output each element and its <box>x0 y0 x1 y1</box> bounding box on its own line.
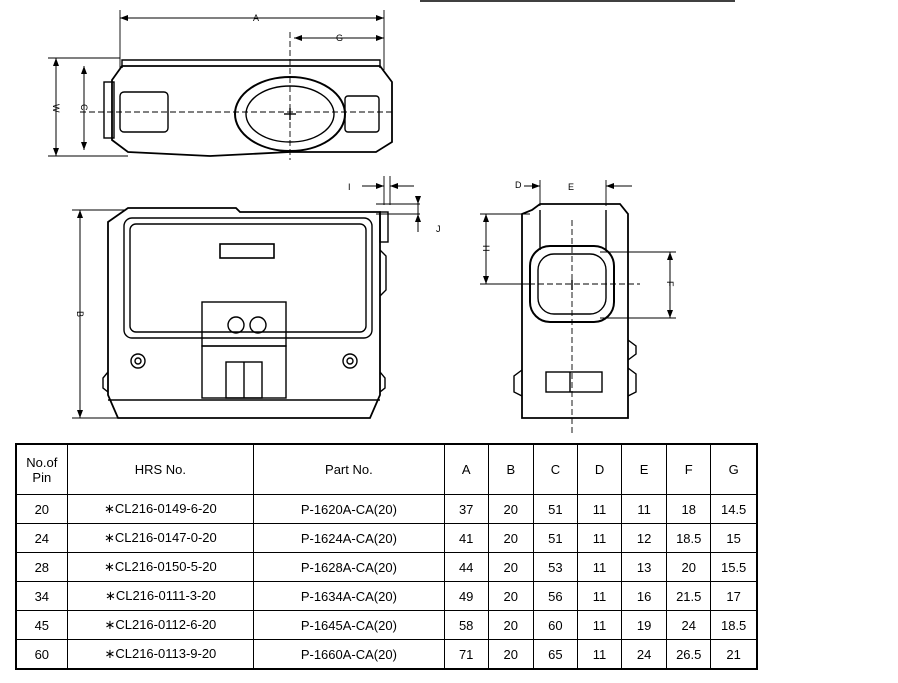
cell-e: 12 <box>621 523 668 553</box>
dim-j-label: J <box>436 224 441 234</box>
cell-b: 20 <box>487 552 534 582</box>
cell-f: 21.5 <box>666 581 712 611</box>
cell-a: 58 <box>443 610 489 640</box>
cell-g: 21 <box>710 639 758 670</box>
cell-g: 14.5 <box>710 494 758 524</box>
cell-f: 18.5 <box>666 523 712 553</box>
header-a: A <box>443 443 489 495</box>
dim-b-label: B <box>75 311 85 317</box>
table-row: 45 ∗CL216-0112-6-20 P-1645A-CA(20) 58 20… <box>15 610 758 640</box>
dim-w-label: W <box>51 104 61 113</box>
cell-pin: 20 <box>15 494 68 524</box>
dim-g-label: G <box>336 33 343 43</box>
cell-part: P-1645A-CA(20) <box>253 610 445 640</box>
cell-g: 18.5 <box>710 610 758 640</box>
connector-drawing: A G W C I J B E H F D <box>48 0 735 436</box>
cell-b: 20 <box>487 610 534 640</box>
table-row: 34 ∗CL216-0111-3-20 P-1634A-CA(20) 49 20… <box>15 581 758 611</box>
cell-pin: 60 <box>15 639 68 670</box>
cell-b: 20 <box>487 639 534 670</box>
header-pin-count: No.of Pin <box>15 443 68 495</box>
dim-c-label: C <box>79 104 89 111</box>
table-row: 24 ∗CL216-0147-0-20 P-1624A-CA(20) 41 20… <box>15 523 758 553</box>
spec-table: No.of Pin HRS No. Part No. A B C D E F G… <box>15 443 758 670</box>
header-hrs-no: HRS No. <box>66 443 255 495</box>
dim-e-label: E <box>568 182 574 192</box>
cell-part: P-1620A-CA(20) <box>253 494 445 524</box>
cell-f: 24 <box>666 610 712 640</box>
cell-part: P-1628A-CA(20) <box>253 552 445 582</box>
table-header-row: No.of Pin HRS No. Part No. A B C D E F G <box>15 443 758 495</box>
header-d: D <box>576 443 623 495</box>
cell-pin: 45 <box>15 610 68 640</box>
cell-a: 49 <box>443 581 489 611</box>
cell-part: P-1660A-CA(20) <box>253 639 445 670</box>
cell-c: 65 <box>532 639 578 670</box>
header-c: C <box>532 443 578 495</box>
cell-d: 11 <box>576 639 623 670</box>
side-view <box>480 180 676 436</box>
cell-g: 17 <box>710 581 758 611</box>
cell-d: 11 <box>576 610 623 640</box>
cell-e: 11 <box>621 494 668 524</box>
dim-h-label: H <box>481 245 491 252</box>
cell-f: 20 <box>666 552 712 582</box>
cell-pin: 34 <box>15 581 68 611</box>
cell-d: 11 <box>576 523 623 553</box>
cell-b: 20 <box>487 494 534 524</box>
cell-e: 13 <box>621 552 668 582</box>
front-view <box>72 176 420 419</box>
cell-hrs: ∗CL216-0112-6-20 <box>66 610 255 640</box>
cell-d: 11 <box>576 581 623 611</box>
cell-c: 60 <box>532 610 578 640</box>
cell-d: 11 <box>576 552 623 582</box>
cell-f: 26.5 <box>666 639 712 670</box>
table-row: 20 ∗CL216-0149-6-20 P-1620A-CA(20) 37 20… <box>15 494 758 524</box>
cell-hrs: ∗CL216-0149-6-20 <box>66 494 255 524</box>
dim-f-label: F <box>665 281 675 287</box>
header-b: B <box>487 443 534 495</box>
table-row: 60 ∗CL216-0113-9-20 P-1660A-CA(20) 71 20… <box>15 639 758 670</box>
cell-c: 51 <box>532 523 578 553</box>
cell-e: 24 <box>621 639 668 670</box>
cell-g: 15 <box>710 523 758 553</box>
cell-hrs: ∗CL216-0113-9-20 <box>66 639 255 670</box>
cell-pin: 24 <box>15 523 68 553</box>
header-e: E <box>621 443 668 495</box>
cell-c: 51 <box>532 494 578 524</box>
header-pin-line1: No.of <box>26 454 58 470</box>
cell-part: P-1624A-CA(20) <box>253 523 445 553</box>
cell-a: 44 <box>443 552 489 582</box>
cell-d: 11 <box>576 494 623 524</box>
cell-b: 20 <box>487 581 534 611</box>
cell-part: P-1634A-CA(20) <box>253 581 445 611</box>
cell-b: 20 <box>487 523 534 553</box>
dim-d-label: D <box>515 180 522 190</box>
header-pin-line2: Pin <box>32 469 52 485</box>
cell-e: 19 <box>621 610 668 640</box>
cell-hrs: ∗CL216-0147-0-20 <box>66 523 255 553</box>
cell-f: 18 <box>666 494 712 524</box>
cell-c: 56 <box>532 581 578 611</box>
table-row: 28 ∗CL216-0150-5-20 P-1628A-CA(20) 44 20… <box>15 552 758 582</box>
cell-e: 16 <box>621 581 668 611</box>
cell-c: 53 <box>532 552 578 582</box>
top-view <box>48 10 393 160</box>
dim-i-label: I <box>348 182 351 192</box>
cell-hrs: ∗CL216-0111-3-20 <box>66 581 255 611</box>
cell-g: 15.5 <box>710 552 758 582</box>
dim-a-label: A <box>253 13 259 23</box>
cell-a: 37 <box>443 494 489 524</box>
cell-a: 41 <box>443 523 489 553</box>
header-g: G <box>710 443 758 495</box>
cell-hrs: ∗CL216-0150-5-20 <box>66 552 255 582</box>
cell-a: 71 <box>443 639 489 670</box>
header-part-no: Part No. <box>253 443 445 495</box>
header-f: F <box>666 443 712 495</box>
cell-pin: 28 <box>15 552 68 582</box>
